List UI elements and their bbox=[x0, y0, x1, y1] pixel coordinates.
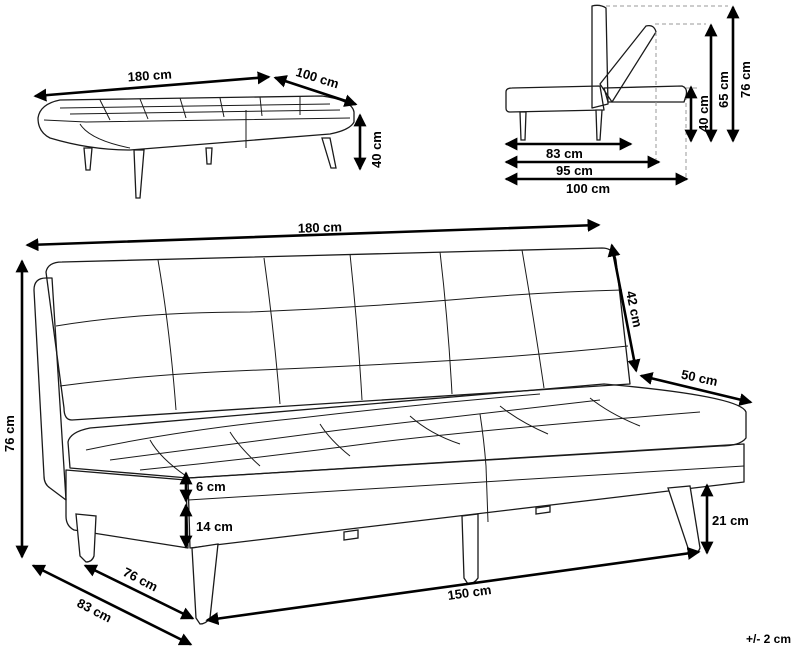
side-83-label: 83 cm bbox=[546, 146, 583, 161]
side-95-label: 95 cm bbox=[556, 163, 593, 178]
side-view-dimensions: 83 cm 95 cm 100 cm 40 cm 65 cm 76 cm bbox=[504, 5, 753, 196]
main-outer-depth-label: 83 cm bbox=[75, 595, 115, 625]
main-base-label: 14 cm bbox=[196, 519, 233, 534]
main-height-label: 76 cm bbox=[2, 415, 17, 452]
flat-width-label: 180 cm bbox=[127, 66, 172, 84]
side-view-drawing bbox=[505, 4, 728, 178]
main-width-label: 180 cm bbox=[298, 219, 343, 236]
flat-sofa-dimensions: 180 cm 100 cm 40 cm bbox=[33, 64, 384, 171]
side-100-label: 100 cm bbox=[566, 181, 610, 196]
main-cushion-label: 6 cm bbox=[196, 479, 226, 494]
main-leg-label: 21 cm bbox=[712, 513, 749, 528]
main-back-label: 42 cm bbox=[623, 290, 645, 329]
tolerance-note: +/- 2 cm bbox=[746, 632, 791, 646]
side-40-label: 40 cm bbox=[696, 95, 711, 132]
main-inner-depth-label: 76 cm bbox=[121, 564, 161, 594]
main-between-legs-label: 150 cm bbox=[447, 582, 493, 603]
flat-sofa-bed-drawing bbox=[37, 95, 355, 199]
main-seat-depth-label: 50 cm bbox=[680, 367, 719, 389]
side-65-label: 65 cm bbox=[716, 71, 731, 108]
main-sofa-dimensions: 180 cm 42 cm 50 cm 76 cm 6 cm 14 cm 21 c… bbox=[2, 218, 753, 646]
side-76-label: 76 cm bbox=[738, 61, 753, 98]
flat-height-label: 40 cm bbox=[369, 131, 384, 168]
